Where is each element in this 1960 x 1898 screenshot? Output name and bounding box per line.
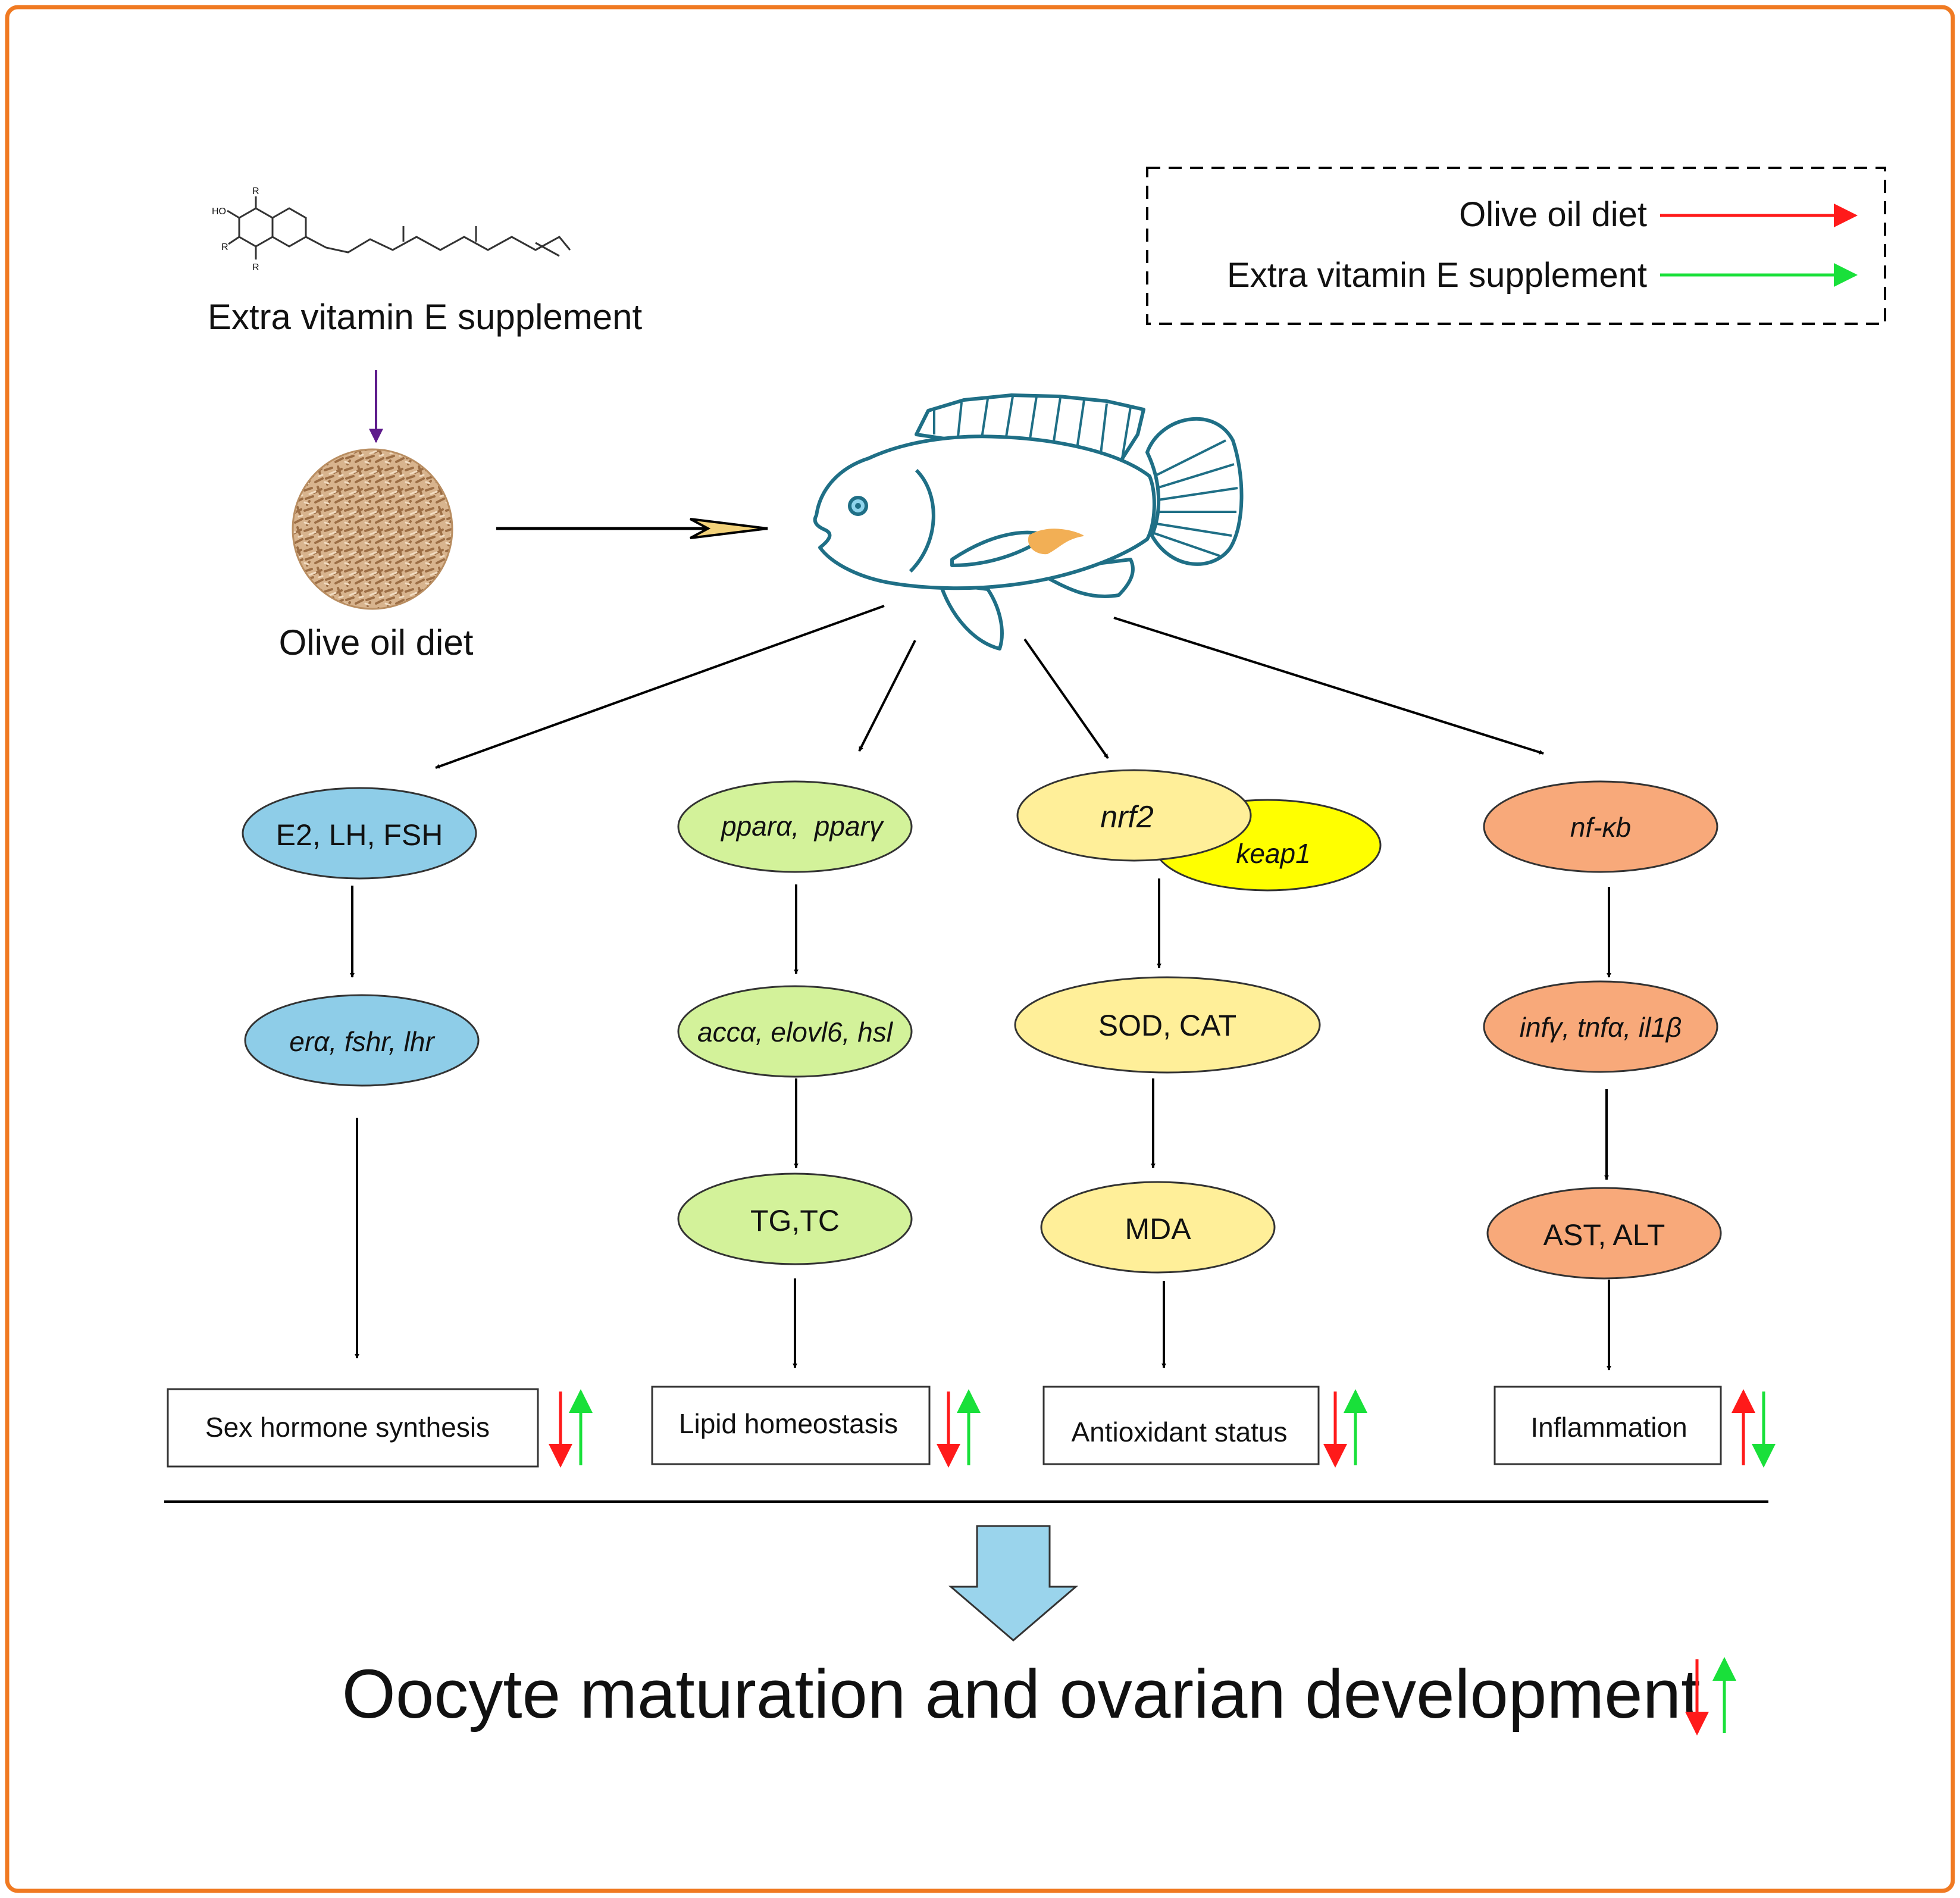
pathway-inflammation: nf-κb infγ, tnfα, il1β AST, ALT Inflamma… [1483,780,1776,1468]
legend-olive-label: Olive oil diet [1459,195,1647,234]
outcome-label-antioxidant: Antioxidant status [1071,1417,1287,1447]
branch-arrow-hormone [435,605,885,769]
legend: Olive oil diet Extra vitamin E supplemen… [1146,167,1886,325]
node-nrf2-label: nrf2 [1100,800,1154,834]
branch-arrow-lipid [858,640,916,752]
molecule-ho: HO [212,207,226,217]
molecule-r3: R [252,262,259,273]
node-tg-tc-label: TG,TC [750,1204,840,1237]
tilapia-fish-icon [813,393,1244,651]
node-e2-lh-fsh [242,787,477,880]
conclusion-down-arrow [948,1525,1079,1641]
vitamin-e-molecule: R HO R R [212,186,571,273]
molecule-r2: R [221,242,228,252]
pelvic-fin [938,581,1004,651]
outcome-label-lipid: Lipid homeostasis [679,1408,898,1439]
tail-fin [1145,417,1244,566]
feed-pellets-image [292,448,453,610]
node-infg-tnfa-il1b-label: infγ, tnfα, il1β [1520,1012,1682,1043]
node-sod-cat-label: SOD, CAT [1098,1009,1236,1042]
node-acca-elovl6-hsl [677,985,913,1078]
pathway-lipid: pparα, pparγ accα, elovl6, hsl TG,TC Lip… [651,780,981,1468]
outcome-box-lipid [651,1386,931,1465]
node-era-fshr-lhr [244,994,480,1087]
node-e2-lh-fsh-label: E2, LH, FSH [276,818,443,852]
node-ppar-label: pparα, pparγ [720,811,885,842]
legend-box [1146,167,1886,325]
outcome-box-antioxidant [1042,1386,1320,1465]
node-infg-tnfa-il1b [1483,980,1718,1073]
node-era-fshr-lhr-label: erα, fshr, lhr [289,1026,435,1057]
legend-vitamin-label: Extra vitamin E supplement [1227,256,1647,295]
node-mda-label: MDA [1125,1212,1191,1246]
fish-body [813,434,1156,590]
node-acca-elovl6-hsl-label: accα, elovl6, hsl [697,1017,894,1048]
node-ast-alt-label: AST, ALT [1543,1218,1665,1252]
molecule-r1: R [252,186,259,196]
node-mda [1040,1181,1276,1274]
vitamin-e-label: Extra vitamin E supplement [208,297,643,337]
node-keap1-label: keap1 [1236,838,1310,869]
node-nf-kb-label: nf-κb [1570,812,1631,843]
outcome-box-hormone [167,1388,539,1468]
gill-line [909,468,935,573]
dorsal-fin [915,393,1145,466]
diet-to-fish-arrow [496,518,768,539]
node-ast-alt [1486,1187,1722,1280]
node-nf-kb [1483,780,1718,873]
conclusion-text: Oocyte maturation and ovarian developmen… [342,1655,1701,1733]
ovary-marker [1028,529,1084,555]
tail-fin-rays [1154,439,1238,557]
outcome-label-hormone: Sex hormone synthesis [205,1412,490,1443]
outcome-label-inflammation: Inflammation [1530,1412,1687,1443]
pathway-antioxidant: keap1 nrf2 SOD, CAT MDA Antioxidant stat… [1014,769,1382,1468]
pathway-hormone: E2, LH, FSH erα, fshr, lhr Sex hormone s… [167,787,593,1468]
branch-arrow-inflammation [1113,617,1544,755]
olive-oil-diet-label: Olive oil diet [279,623,474,662]
node-tg-tc [677,1172,913,1265]
dorsal-fin-rays [933,396,1132,459]
node-ppar [677,780,913,873]
branch-arrow-antioxidant [1023,638,1109,759]
outcome-box-inflammation [1494,1386,1722,1465]
node-nrf2 [1016,769,1252,862]
node-sod-cat [1014,976,1321,1074]
